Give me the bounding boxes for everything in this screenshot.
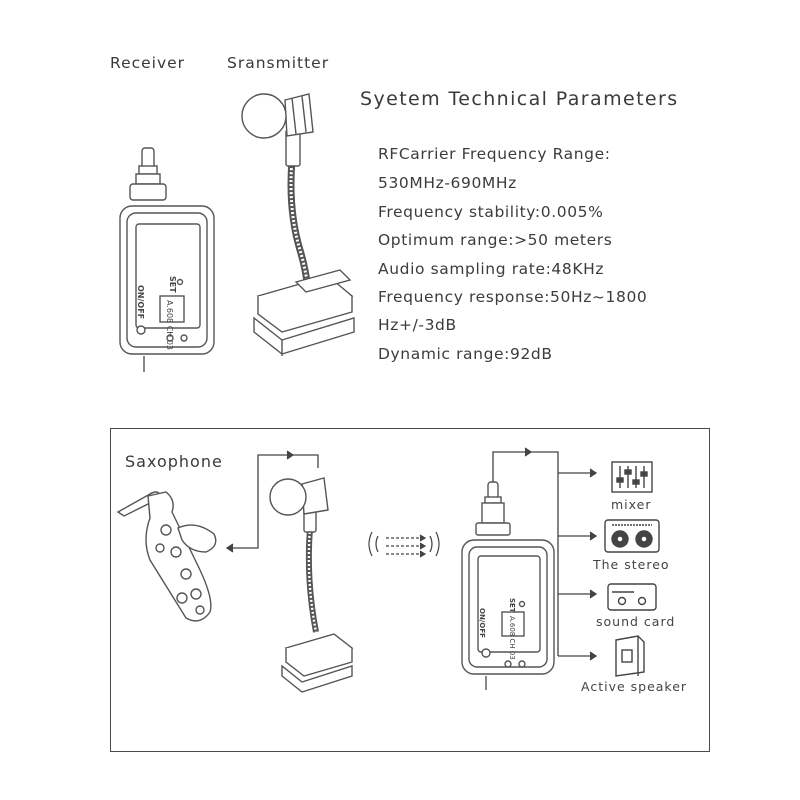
spec-line: Frequency response:50Hz~1800 <box>378 288 648 306</box>
receiver-display-text: A.608 CH 03 <box>165 300 174 350</box>
spec-line: Hz+/-3dB <box>378 316 457 334</box>
saxophone-icon <box>116 491 217 622</box>
transmitter-device <box>269 477 354 693</box>
receiver-set-label: SET <box>508 598 516 613</box>
receiver-onoff-label: ON/OFF <box>136 285 145 319</box>
output-label-stereo: The stereo <box>593 557 670 572</box>
spec-line: RFCarrier Frequency Range: <box>378 145 611 163</box>
specs-title: Syetem Technical Parameters <box>360 88 679 110</box>
receiver-label: Receiver <box>110 54 186 72</box>
output-connector-lines <box>492 447 598 661</box>
top-illustration: A.608 CH 03 SET ON/OFF <box>119 93 355 372</box>
spec-line: 530MHz-690MHz <box>378 174 517 192</box>
transmitter-device <box>241 93 355 356</box>
transmitter-label: Sransmitter <box>227 54 330 72</box>
connection-diagram-frame <box>110 428 710 752</box>
spec-line: Optimum range:>50 meters <box>378 231 613 249</box>
spec-line: Dynamic range:92dB <box>378 345 553 363</box>
spec-line: Audio sampling rate:48KHz <box>378 260 605 278</box>
receiver-display-text: A.608 CH 03 <box>508 616 516 660</box>
receiver-onoff-label: ON/OFF <box>478 608 486 638</box>
wireless-signal-icon <box>368 531 440 558</box>
receiver-device <box>461 481 555 690</box>
receiver-device <box>119 147 215 372</box>
mixer-icon <box>611 461 653 493</box>
output-label-sound-card: sound card <box>596 614 676 629</box>
receiver-set-label: SET <box>168 276 177 293</box>
signal-arrow <box>225 450 319 553</box>
active-speaker-icon <box>615 635 645 677</box>
sound-card-icon <box>607 583 657 611</box>
saxophone-label: Saxophone <box>125 452 223 471</box>
stereo-icon <box>604 519 660 553</box>
output-label-mixer: mixer <box>611 497 652 512</box>
output-label-active-speaker: Active speaker <box>581 679 688 694</box>
spec-line: Frequency stability:0.005% <box>378 203 604 221</box>
